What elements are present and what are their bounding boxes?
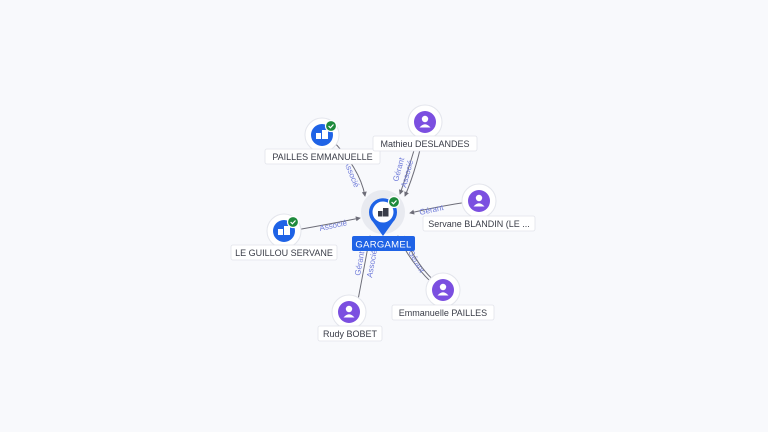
edge-le-guillou-servane[interactable] xyxy=(295,216,361,231)
node-le-guillou-servane[interactable]: LE GUILLOU SERVANE xyxy=(230,213,338,261)
node-pailles-emmanuelle[interactable]: PAILLES EMMANUELLE xyxy=(264,117,381,165)
company-building-icon xyxy=(378,208,389,217)
node-label: Mathieu DESLANDES xyxy=(380,139,469,149)
node-rudy-bobet[interactable]: Rudy BOBET xyxy=(317,294,383,342)
edge-label: Associé xyxy=(319,218,349,233)
edges: Associé Gérant Associé Gérant Associé Gé… xyxy=(295,129,469,301)
edge-label: Gérant xyxy=(406,249,426,275)
company-building-icon xyxy=(278,226,290,235)
center-node-gargamel[interactable]: GARGAMEL xyxy=(352,190,415,251)
node-label: PAILLES EMMANUELLE xyxy=(272,152,372,162)
verified-check-icon xyxy=(324,119,338,133)
person-icon xyxy=(437,283,449,296)
person-icon xyxy=(343,305,355,318)
node-label: Emmanuelle PAILLES xyxy=(399,308,487,318)
center-label: GARGAMEL xyxy=(355,240,411,251)
node-servane-blandin[interactable]: Servane BLANDIN (LE ... xyxy=(422,183,536,232)
edge-label: Gérant xyxy=(353,250,366,276)
node-label: LE GUILLOU SERVANE xyxy=(235,248,333,258)
node-label: Servane BLANDIN (LE ... xyxy=(428,219,530,229)
verified-check-icon xyxy=(387,195,401,209)
node-label: Rudy BOBET xyxy=(323,329,378,339)
node-mathieu-deslandes[interactable]: Mathieu DESLANDES xyxy=(372,104,478,152)
verified-check-icon xyxy=(286,215,300,229)
person-icon xyxy=(419,115,431,128)
node-emmanuelle-pailles[interactable]: Emmanuelle PAILLES xyxy=(391,272,495,321)
company-building-icon xyxy=(316,130,328,139)
edge-label: Gérant xyxy=(419,203,446,217)
person-icon xyxy=(473,194,485,207)
